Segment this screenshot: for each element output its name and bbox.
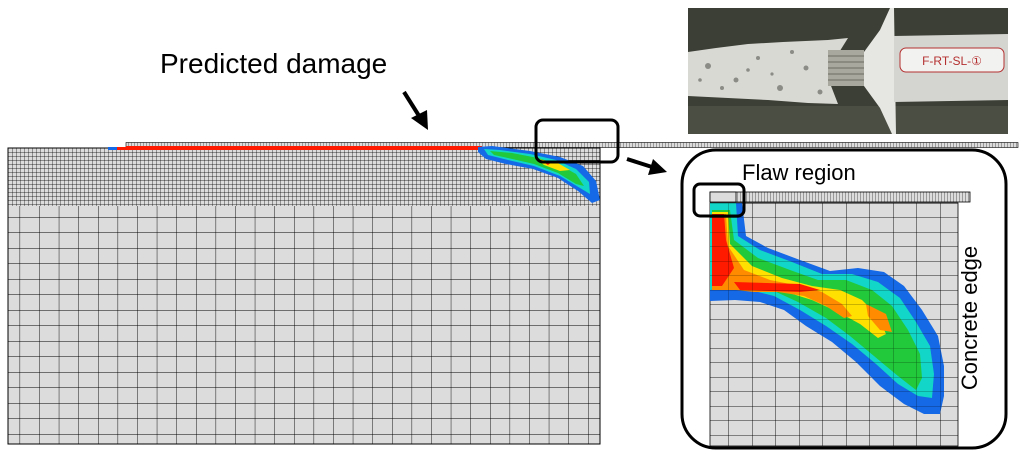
fe-mesh-main: [7, 147, 601, 445]
coarse-mesh-grid: [8, 206, 600, 444]
predicted-damage-label: Predicted damage: [160, 48, 388, 79]
damage-zone-blue: [478, 146, 600, 203]
arrow-icon: [402, 90, 428, 130]
plate-strip-mesh: [126, 142, 1018, 148]
failed-concrete-wedge: [864, 8, 896, 134]
frp-strip-fibers: [828, 55, 864, 81]
flaw-region-label: Flaw region: [742, 160, 856, 185]
arrow-icon: [626, 157, 667, 175]
highlight-box: [692, 182, 746, 218]
highlight-box: [534, 118, 620, 164]
damage-spot-red: [117, 147, 126, 150]
concrete-edge-label: Concrete edge: [957, 245, 982, 391]
zoom-plate-mesh: [710, 192, 970, 202]
specimen-tag: [899, 47, 1005, 73]
zoom-mesh-overlay: [710, 203, 958, 446]
concrete-texture: [698, 50, 823, 95]
zoom-plate-end: [709, 191, 737, 203]
concrete-block: [688, 38, 848, 104]
photo-floor: [688, 106, 1008, 134]
damage-spot-blue: [108, 147, 118, 150]
damage-zone-cyan: [484, 149, 590, 194]
frp-plate: [125, 142, 1019, 148]
specimen-tag-text: F-RT-SL-①: [922, 54, 982, 68]
damage-band-red: [126, 146, 482, 150]
zoom-panel: [680, 148, 1008, 450]
specimen-photo: F-RT-SL-①: [688, 8, 1008, 134]
damage-contour-zoom: [710, 203, 958, 446]
